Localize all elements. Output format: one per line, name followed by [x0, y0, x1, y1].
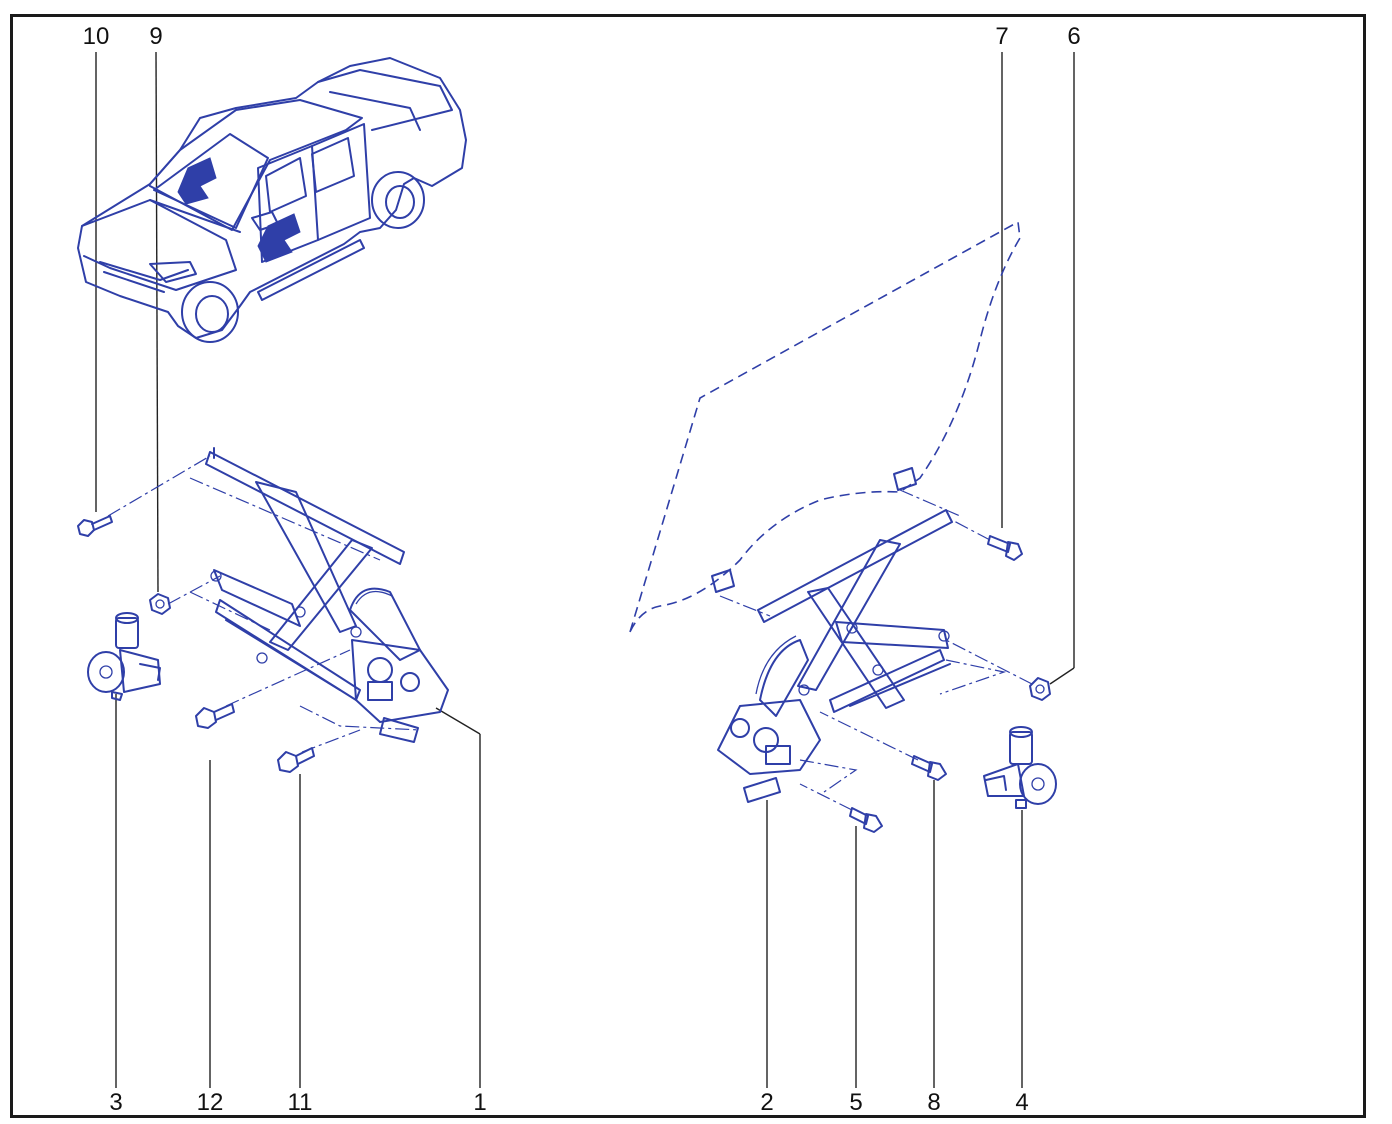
callout-2: 2: [760, 1089, 773, 1116]
bolt-5: [849, 807, 883, 833]
window-motor-3: [87, 612, 161, 701]
bolt-7: [987, 535, 1023, 561]
pickup-truck-locator: [77, 57, 467, 343]
callout-5: 5: [849, 1089, 862, 1116]
callout-11: 11: [288, 1089, 313, 1116]
callout-3: 3: [109, 1089, 122, 1116]
leader-6b: [1049, 667, 1075, 685]
bolt-10: [77, 515, 113, 537]
leader-9: [155, 51, 159, 593]
alignment-lines: [107, 455, 1033, 811]
glass-clip-front: [711, 569, 735, 593]
window-regulator-left: [205, 447, 449, 743]
diagram-frame: [10, 14, 1366, 1118]
callout-8: 8: [927, 1089, 940, 1116]
callout-12: 12: [197, 1089, 224, 1116]
leader-lines: [95, 51, 1075, 1088]
nut-6: [1029, 677, 1051, 701]
callout-9: 9: [149, 23, 162, 50]
window-regulator-right: [717, 509, 953, 803]
callout-10: 10: [83, 23, 110, 50]
window-motor-4: [983, 726, 1057, 809]
callout-4: 4: [1015, 1089, 1028, 1116]
bolt-12: [195, 703, 235, 729]
callout-6: 6: [1067, 23, 1080, 50]
callout-7: 7: [995, 23, 1008, 50]
callout-1: 1: [473, 1089, 486, 1116]
door-glass-outline: [629, 220, 1021, 633]
glass-clip-rear: [893, 467, 917, 491]
bolt-8: [911, 755, 947, 781]
nut-9: [149, 593, 171, 615]
bolt-11: [277, 747, 315, 773]
leader-1a: [435, 707, 481, 735]
